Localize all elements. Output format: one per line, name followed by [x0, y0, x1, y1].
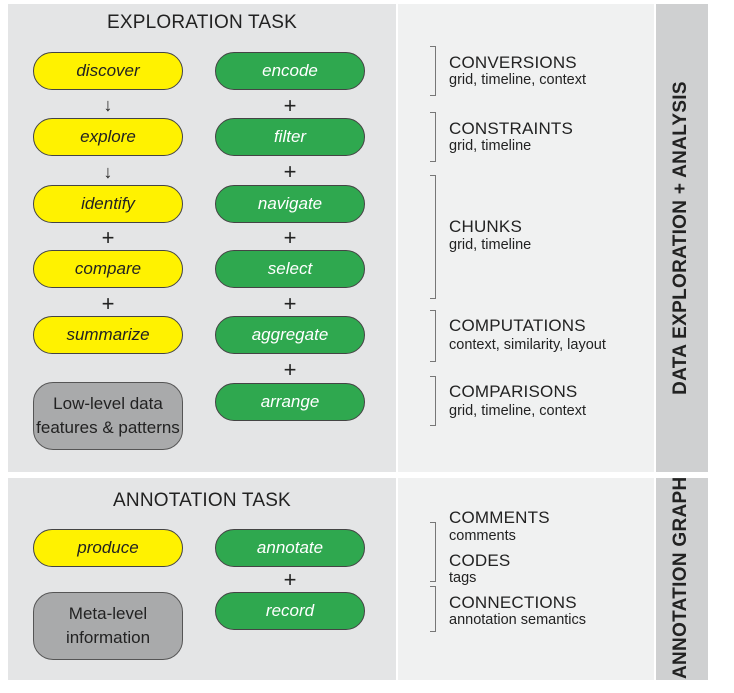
bracket-comments [430, 522, 436, 582]
bracket-chunks [430, 175, 436, 299]
task-discover: discover [33, 52, 183, 90]
annotation-categories-panel [398, 478, 654, 680]
task-summarize: summarize [33, 316, 183, 354]
category-constraints-title: CONSTRAINTS [449, 119, 574, 138]
category-computations-sub: context, similarity, layout [449, 337, 606, 353]
task-identify: identify [33, 185, 183, 223]
plus-icon: + [283, 567, 297, 592]
action-filter: filter [215, 118, 365, 156]
task-explore: explore [33, 118, 183, 156]
meta-level-information-box: Meta-level information [33, 592, 183, 660]
action-select: select [215, 250, 365, 288]
category-conversions-sub: grid, timeline, context [449, 72, 587, 88]
plus-icon: + [283, 93, 297, 118]
category-comparisons-title: COMPARISONS [449, 382, 578, 401]
task-produce: produce [33, 529, 183, 567]
category-codes-sub: tags [449, 570, 477, 586]
action-encode: encode [215, 52, 365, 90]
task-compare: compare [33, 250, 183, 288]
plus-icon: + [283, 225, 297, 250]
category-comparisons-sub: grid, timeline, context [449, 403, 587, 419]
annotation-title: ANNOTATION TASK [113, 490, 291, 511]
bracket-computations [430, 310, 436, 362]
action-record: record [215, 592, 365, 630]
exploration-categories-panel [398, 4, 654, 472]
plus-icon: + [283, 357, 297, 382]
annotation-side-panel [656, 478, 708, 680]
category-connections-sub: annotation semantics [449, 612, 587, 628]
category-chunks-sub: grid, timeline [449, 237, 532, 253]
action-navigate: navigate [215, 185, 365, 223]
category-connections-title: CONNECTIONS [449, 593, 577, 612]
category-comments-sub: comments [449, 528, 516, 544]
arrow-down-icon: ↓ [103, 95, 113, 115]
category-computations-title: COMPUTATIONS [449, 316, 586, 335]
category-chunks-title: CHUNKS [449, 217, 522, 236]
plus-icon: + [101, 291, 115, 316]
data-exploration-analysis-label: DATA EXPLORATION + ANALYSIS [670, 81, 691, 395]
bracket-constraints [430, 112, 436, 162]
arrow-down-icon: ↓ [103, 162, 113, 182]
plus-icon: + [101, 225, 115, 250]
bracket-comparisons [430, 376, 436, 426]
low-level-features-box: Low-level data features & patterns [33, 382, 183, 450]
category-codes-title: CODES [449, 551, 511, 570]
action-aggregate: aggregate [215, 316, 365, 354]
category-conversions-title: CONVERSIONS [449, 53, 577, 72]
action-arrange: arrange [215, 383, 365, 421]
exploration-title: EXPLORATION TASK [106, 12, 298, 33]
exploration-side-panel [656, 4, 708, 472]
annotation-graph-label: ANNOTATION GRAPH [670, 476, 691, 679]
plus-icon: + [283, 291, 297, 316]
bracket-connections [430, 586, 436, 632]
category-comments-title: COMMENTS [449, 508, 550, 527]
action-annotate: annotate [215, 529, 365, 567]
plus-icon: + [283, 159, 297, 184]
category-constraints-sub: grid, timeline [449, 138, 532, 154]
bracket-conversions [430, 46, 436, 96]
